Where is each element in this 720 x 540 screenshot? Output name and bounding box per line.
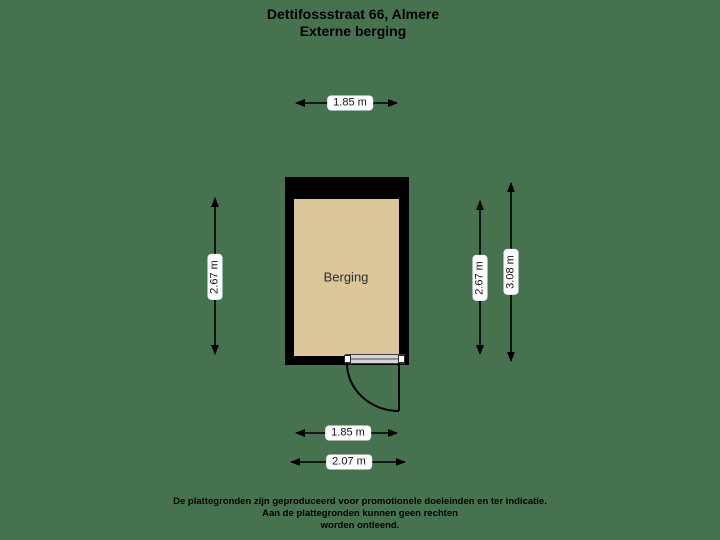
door-jamb-right <box>398 355 405 363</box>
door-threshold-track <box>347 358 403 360</box>
door-jamb-left <box>344 355 351 363</box>
door-swing-arc <box>346 362 400 412</box>
dimension-label-right-inner-height: 2.67 m <box>472 255 488 301</box>
disclaimer-line-2: Aan de plattegronden kunnen geen rechten <box>262 508 458 519</box>
disclaimer-line-1: De plattegronden zijn geproduceerd voor … <box>173 496 547 507</box>
dimension-label-right-outer-height: 3.08 m <box>503 249 519 295</box>
room-name-label: Berging <box>323 269 369 285</box>
dimension-label-bottom-inner-width: 1.85 m <box>325 425 371 441</box>
title-subtitle: Externe berging <box>299 23 407 39</box>
dimension-label-left-height: 2.67 m <box>207 254 223 300</box>
disclaimer: De plattegronden zijn geproduceerd voor … <box>0 496 720 532</box>
disclaimer-line-3: worden ontleend. <box>320 520 400 531</box>
page-title: Dettifossstraat 66, Almere Externe bergi… <box>0 6 706 40</box>
title-address: Dettifossstraat 66, Almere <box>266 6 440 22</box>
dimension-label-bottom-outer-width: 2.07 m <box>326 454 372 470</box>
dimension-label-top-width: 1.85 m <box>327 95 373 111</box>
storage-room-floor <box>294 199 399 356</box>
